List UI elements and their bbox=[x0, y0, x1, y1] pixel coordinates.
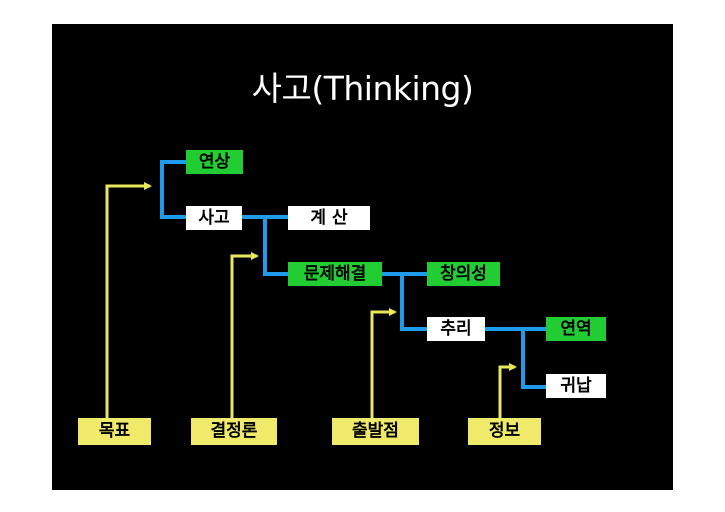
node-munje: 문제해결 bbox=[288, 262, 382, 286]
connector-lines bbox=[105, 160, 548, 418]
source-mokpyo: 목표 bbox=[78, 418, 151, 445]
node-gyesan: 계 산 bbox=[288, 206, 370, 230]
source-arrows bbox=[105, 182, 517, 418]
arrow-mokpyo bbox=[105, 182, 152, 418]
arrow-jeongbo bbox=[498, 363, 517, 418]
arrow-gyeoljeong bbox=[230, 252, 259, 418]
node-sago: 사고 bbox=[186, 206, 242, 230]
node-yeonsang: 연상 bbox=[186, 150, 243, 174]
node-gwinap: 귀납 bbox=[546, 374, 606, 398]
arrow-chulbal bbox=[370, 308, 397, 418]
source-gyeoljeong: 결정론 bbox=[191, 418, 277, 445]
source-jeongbo: 정보 bbox=[468, 418, 541, 445]
source-chulbal: 출발점 bbox=[332, 418, 419, 445]
node-yeonyeok: 연역 bbox=[546, 317, 606, 341]
connector-sago-munje bbox=[263, 215, 290, 276]
node-churi: 추리 bbox=[427, 317, 485, 341]
slide-title: 사고(Thinking) bbox=[251, 69, 474, 108]
connector-munje-churi bbox=[400, 272, 429, 331]
connector-yeonsang-sago bbox=[160, 160, 188, 219]
connector-churi-gwinap bbox=[521, 327, 548, 389]
node-changui: 창의성 bbox=[427, 262, 500, 286]
tree-connectors bbox=[160, 160, 548, 389]
slide-background: 사고(Thinking) 연상 사고 계 산 문제해결 창의성 추리 연역 귀납… bbox=[52, 24, 673, 490]
